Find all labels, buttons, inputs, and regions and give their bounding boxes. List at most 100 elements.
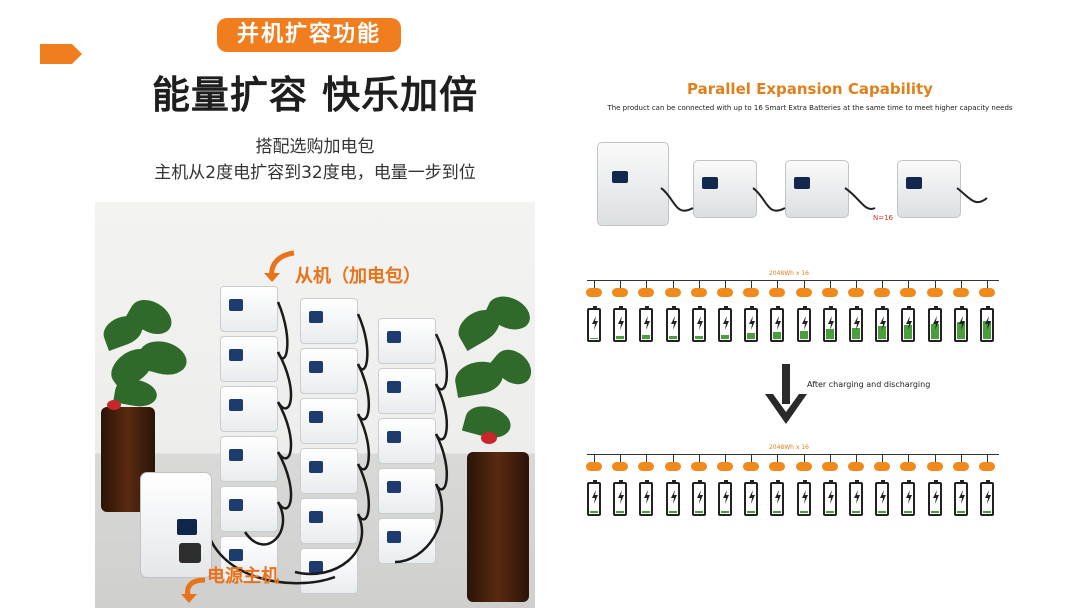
label-master-unit: 电源主机 bbox=[207, 566, 279, 587]
connector-line bbox=[672, 280, 674, 288]
battery-tag bbox=[952, 288, 969, 297]
connector-line bbox=[594, 454, 595, 462]
battery-cell-icon bbox=[901, 306, 916, 342]
battery-tag bbox=[821, 462, 838, 471]
battery-cell-icon bbox=[691, 480, 706, 516]
battery-cell-icon bbox=[901, 480, 916, 516]
battery-cell-icon bbox=[796, 306, 811, 342]
connector-line bbox=[934, 280, 936, 288]
connector-line bbox=[594, 280, 595, 288]
battery-cell-icon bbox=[639, 480, 654, 516]
product-photo: 从机（加电包） 电源主机 bbox=[95, 202, 535, 608]
infographic-description: The product can be connected with up to … bbox=[607, 104, 1013, 112]
battery-tag bbox=[664, 462, 681, 471]
battery-cell-icon bbox=[613, 480, 628, 516]
connector-line bbox=[646, 454, 648, 462]
battery-tag bbox=[769, 462, 786, 471]
connector-line bbox=[672, 454, 674, 462]
battery-cell-icon bbox=[770, 480, 785, 516]
battery-tag bbox=[952, 462, 969, 471]
row1-capacity-label: 2048Wh x 16 bbox=[768, 270, 809, 277]
after-charging-label: After charging and discharging bbox=[807, 380, 931, 389]
battery-tag bbox=[717, 288, 733, 297]
connector-line bbox=[646, 280, 648, 288]
battery-cell-icon bbox=[875, 306, 890, 342]
plant-pot-right bbox=[467, 452, 529, 602]
battery-tag bbox=[926, 462, 943, 471]
connector-line bbox=[960, 280, 962, 288]
battery-cell-icon bbox=[718, 306, 732, 342]
connector-line bbox=[829, 280, 831, 288]
battery-cell-icon bbox=[980, 306, 994, 342]
battery-cell-icon bbox=[691, 306, 706, 342]
pack-cables bbox=[660, 187, 988, 212]
battery-tag bbox=[979, 462, 995, 471]
battery-tag bbox=[874, 288, 891, 297]
connector-line bbox=[751, 454, 753, 462]
n-equals-label: N=16 bbox=[873, 214, 894, 222]
connector-line bbox=[620, 280, 622, 288]
section-badge: 并机扩容功能 bbox=[217, 18, 401, 52]
subtitle-line-2: 主机从2度电扩容到32度电，电量一步到位 bbox=[154, 163, 476, 183]
battery-cell-icon bbox=[849, 306, 863, 342]
connector-line bbox=[803, 454, 805, 462]
battery-cell-icon bbox=[613, 306, 628, 342]
connector-line bbox=[803, 280, 805, 288]
connector-line bbox=[698, 280, 700, 288]
battery-tag bbox=[664, 288, 681, 297]
connector-line bbox=[934, 454, 936, 462]
battery-cell-icon bbox=[980, 480, 994, 516]
down-arrow-icon bbox=[765, 364, 807, 424]
connector-line bbox=[777, 454, 779, 462]
battery-tag bbox=[690, 288, 707, 297]
connector-line bbox=[777, 280, 779, 288]
connector-line bbox=[698, 454, 700, 462]
battery-cell-icon bbox=[665, 306, 680, 342]
connector-line bbox=[856, 280, 857, 288]
infographic-title: Parallel Expansion Capability bbox=[687, 80, 933, 98]
battery-cell-icon bbox=[927, 480, 942, 516]
connector-line bbox=[882, 280, 884, 288]
battery-cell-icon bbox=[953, 480, 968, 516]
battery-tag bbox=[900, 288, 917, 297]
battery-tag bbox=[848, 288, 864, 297]
battery-cell-icon bbox=[822, 306, 837, 342]
connector-line bbox=[908, 280, 910, 288]
expansion-infographic: Parallel Expansion Capability The produc… bbox=[575, 68, 1015, 538]
battery-tag bbox=[821, 288, 838, 297]
battery-cell-icon bbox=[849, 480, 863, 516]
connector-line bbox=[829, 454, 831, 462]
battery-cell-icon bbox=[875, 480, 890, 516]
subtitle-line-1: 搭配选购加电包 bbox=[255, 137, 375, 157]
connector-line bbox=[960, 454, 962, 462]
battery-cell-icon bbox=[665, 480, 680, 516]
battery-cell-icon bbox=[639, 306, 654, 342]
battery-cell-icon bbox=[770, 306, 785, 342]
battery-cell-icon bbox=[822, 480, 837, 516]
battery-row-before bbox=[583, 280, 1007, 360]
connector-line bbox=[620, 454, 622, 462]
battery-tag bbox=[690, 462, 707, 471]
arrow-pointer-icon bbox=[40, 44, 82, 64]
connector-line bbox=[751, 280, 753, 288]
connector-line bbox=[908, 454, 910, 462]
battery-cell-icon bbox=[953, 306, 968, 342]
battery-tag bbox=[638, 462, 655, 471]
battery-cell-icon bbox=[587, 306, 601, 342]
row2-capacity-label: 2048Wh x 16 bbox=[768, 444, 809, 451]
battery-tag bbox=[900, 462, 917, 471]
connector-line bbox=[882, 454, 884, 462]
connector-line bbox=[987, 280, 988, 288]
battery-tag bbox=[743, 288, 760, 297]
battery-row-after bbox=[583, 454, 1007, 534]
battery-tag bbox=[586, 288, 602, 297]
battery-tag bbox=[874, 462, 891, 471]
battery-cell-icon bbox=[587, 480, 601, 516]
battery-tag bbox=[717, 462, 733, 471]
battery-tag bbox=[612, 462, 629, 471]
connector-line bbox=[987, 454, 988, 462]
battery-cell-icon bbox=[744, 480, 759, 516]
battery-tag bbox=[795, 462, 812, 471]
headline: 能量扩容 快乐加倍 bbox=[151, 73, 479, 117]
battery-cell-icon bbox=[718, 480, 732, 516]
